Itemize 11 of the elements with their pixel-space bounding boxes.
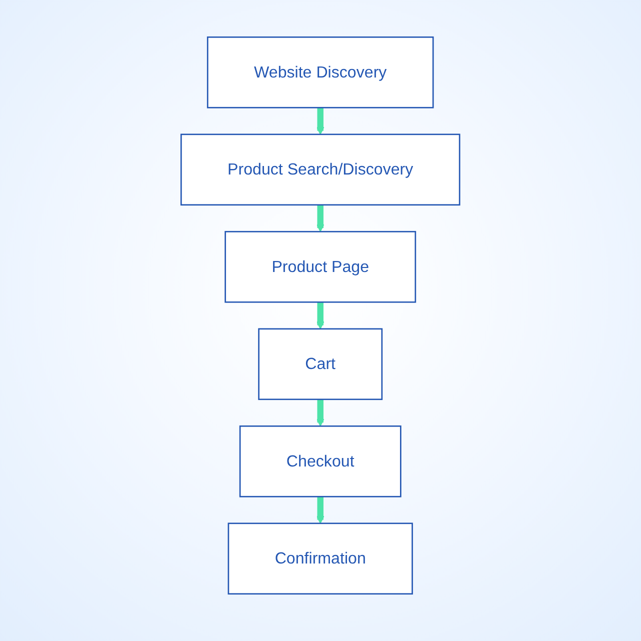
arrow [316, 204, 324, 232]
arrow [316, 496, 324, 524]
arrow [316, 302, 324, 330]
node-box: Website Discovery [207, 36, 434, 108]
node-box: Product Search/Discovery [180, 134, 460, 206]
node-box: Checkout [240, 425, 402, 498]
node-box: Cart [258, 328, 383, 400]
node-box: Product Page [224, 230, 416, 303]
arrow [316, 399, 324, 426]
arrow [316, 108, 324, 135]
node-box: Confirmation [228, 522, 414, 595]
